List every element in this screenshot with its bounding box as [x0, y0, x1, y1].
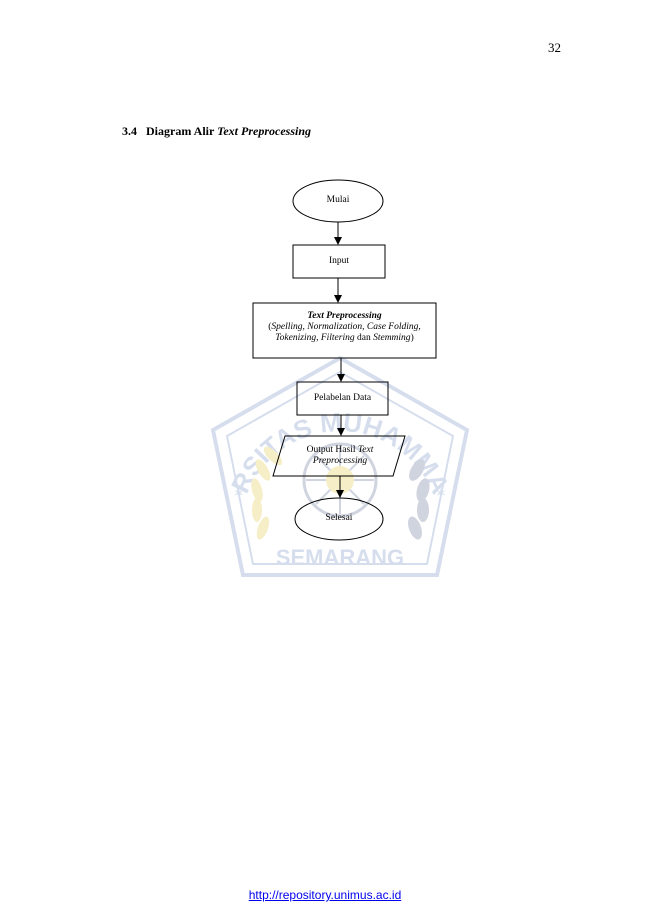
section-heading: 3.4 Diagram Alir Text Preprocessing	[122, 124, 311, 139]
input-label: Input	[328, 256, 350, 266]
svg-text:SEMARANG: SEMARANG	[276, 545, 404, 570]
repository-link[interactable]: http://repository.unimus.ac.id	[248, 888, 402, 902]
preprocessing-label: Text Preprocessing (Spelling, Normalizat…	[253, 311, 436, 344]
preprocessing-items-line2: Tokenizing, Filtering dan Stemming)	[275, 333, 414, 343]
university-seal-watermark: UNIVERSITAS MUHAMMADIYAH SEMARANG ✶ ✶	[205, 350, 470, 577]
labeling-label: Pelabelan Data	[313, 393, 372, 403]
end-label: Selesai	[325, 513, 353, 523]
start-label: Mulai	[326, 195, 350, 205]
svg-text:✶: ✶	[233, 487, 245, 502]
page-number: 32	[548, 40, 561, 55]
preprocessing-title: Text Preprocessing	[307, 311, 382, 321]
preprocessing-box	[252, 302, 437, 359]
section-title-italic: Text Preprocessing	[217, 124, 311, 138]
svg-text:✶: ✶	[435, 487, 447, 502]
section-number: 3.4	[122, 124, 137, 138]
preprocessing-items-line1: (Spelling, Normalization, Case Folding,	[268, 322, 421, 332]
input-box	[292, 244, 386, 279]
section-title: Diagram Alir	[146, 124, 215, 138]
end-terminator	[294, 497, 384, 541]
labeling-box	[296, 381, 389, 416]
output-parallelogram	[272, 435, 406, 477]
footer: http://repository.unimus.ac.id	[0, 888, 650, 902]
output-label: Output Hasil Text Preprocessing	[306, 445, 374, 466]
